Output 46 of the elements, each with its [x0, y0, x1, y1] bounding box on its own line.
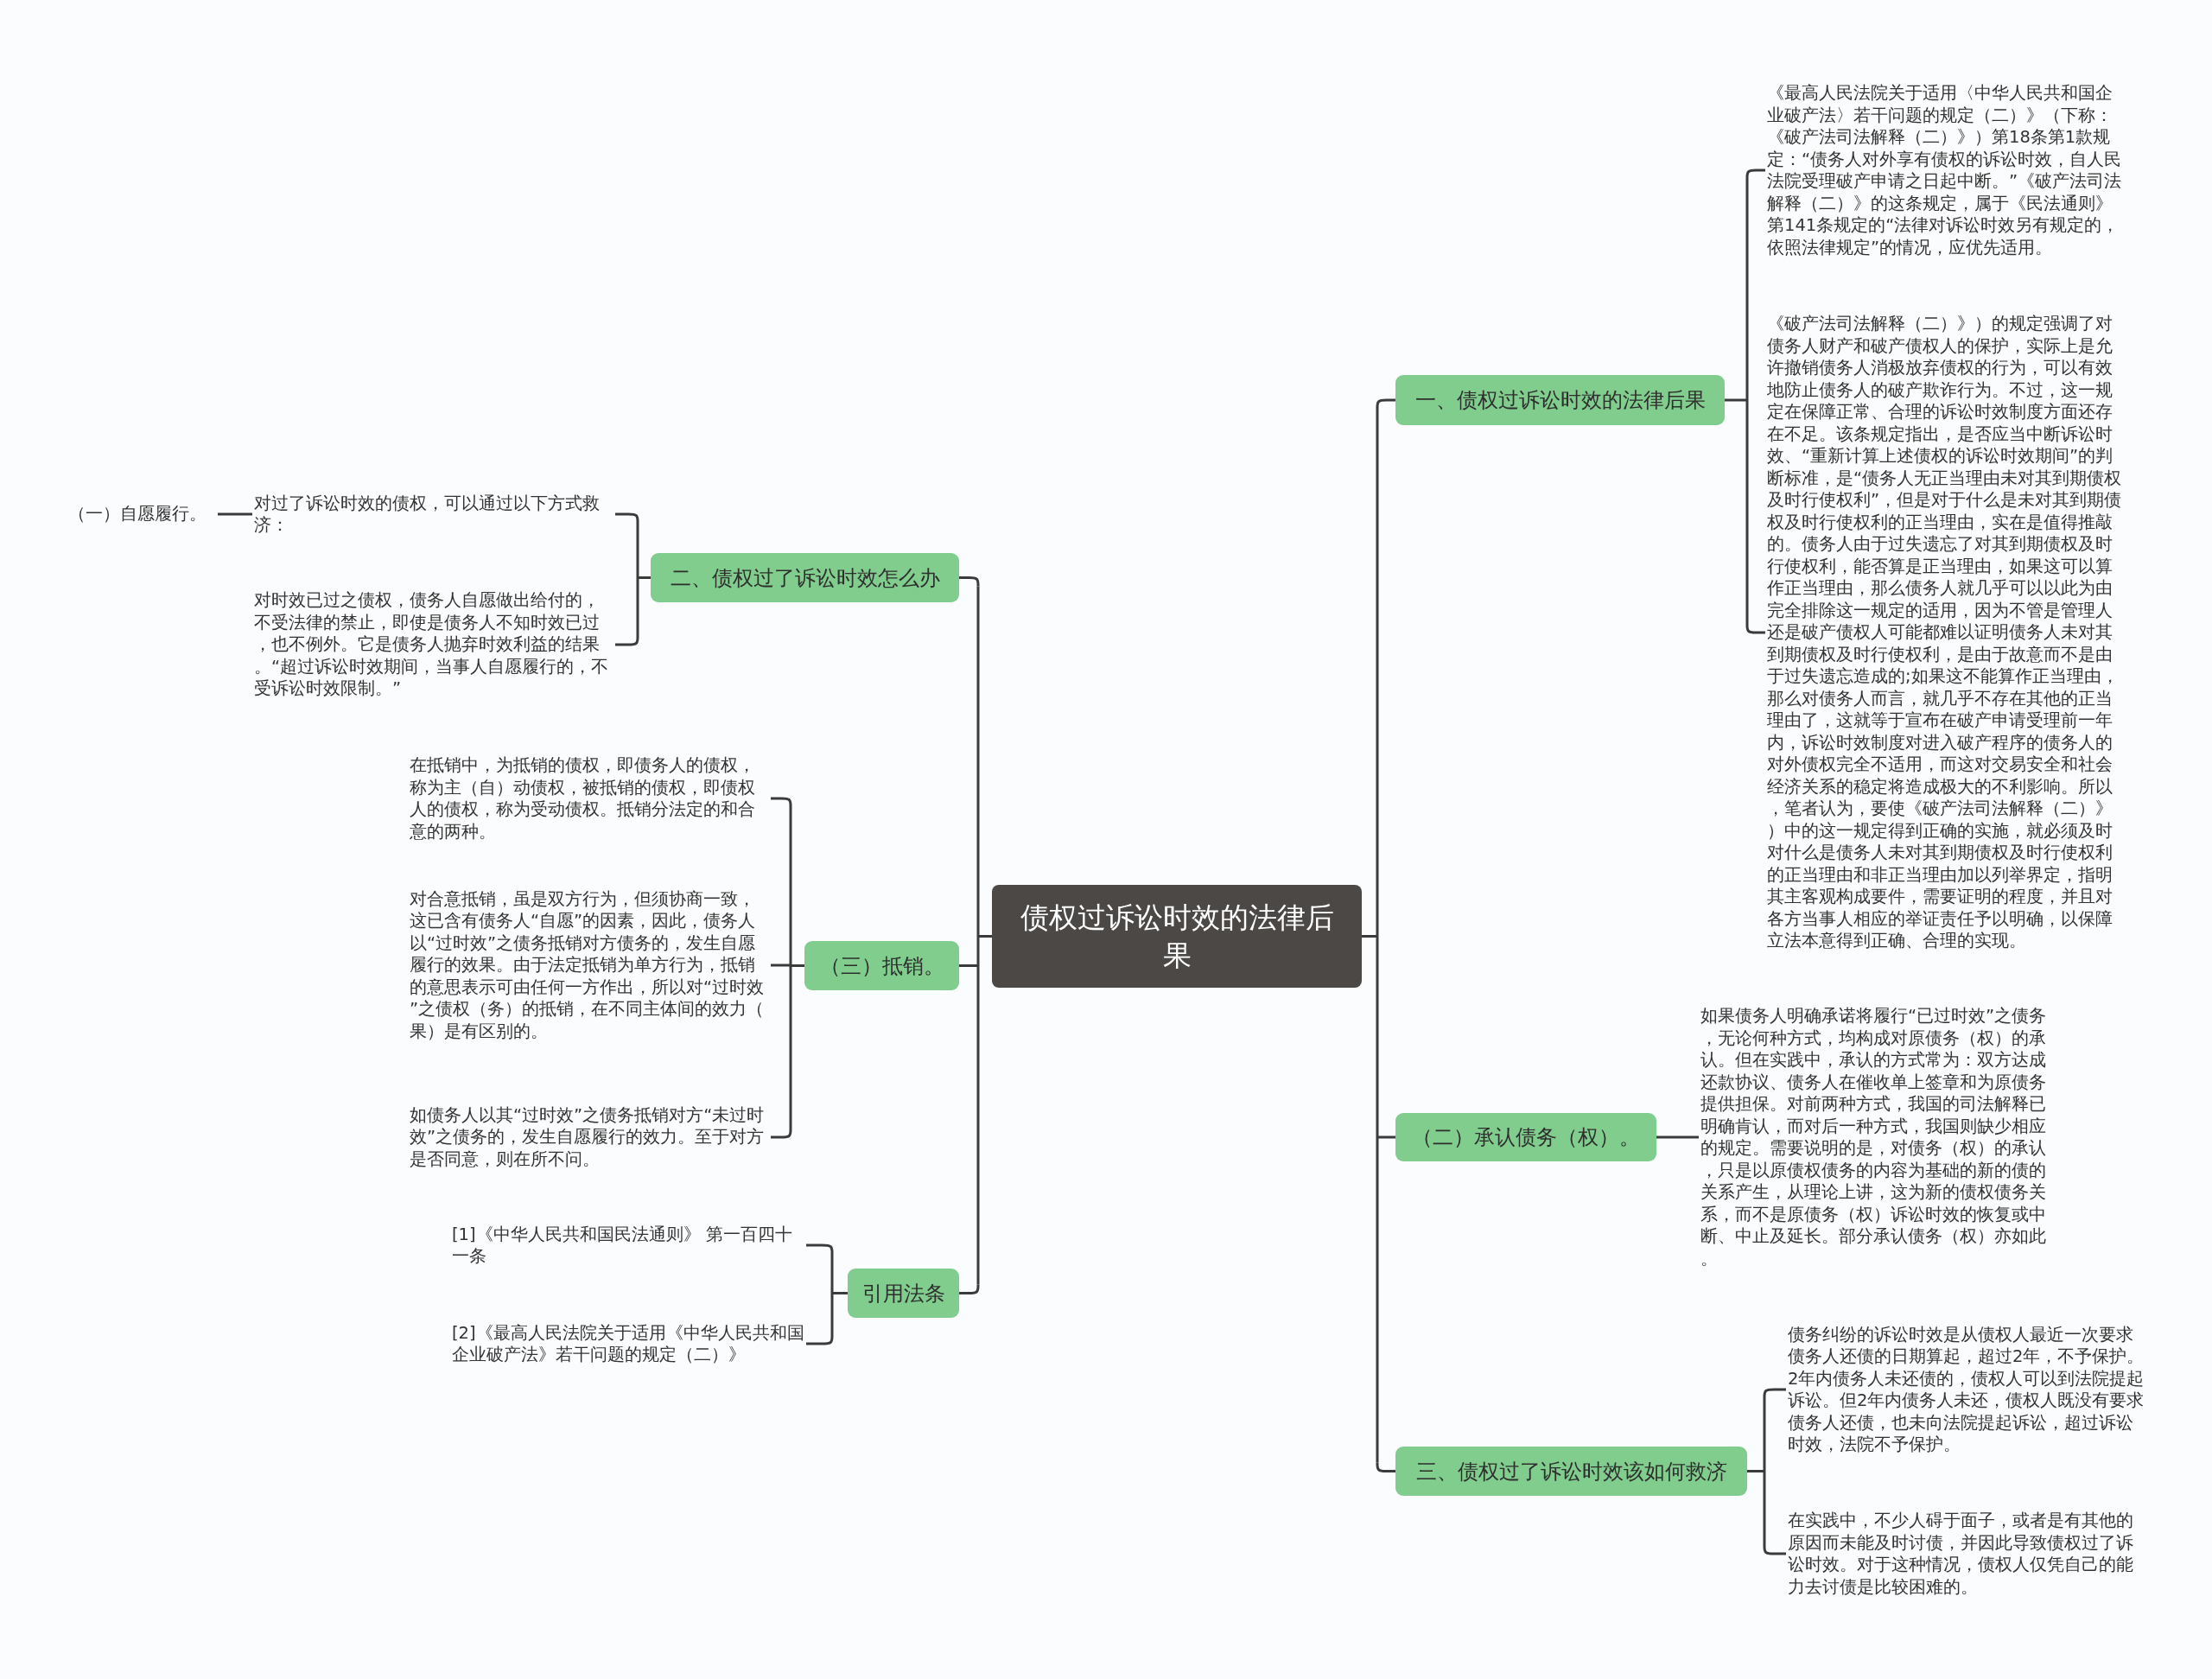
root-topic-box: 债权过诉讼时效的法律后果: [992, 885, 1362, 988]
connector-line: [1723, 177, 1749, 626]
topic-box: （二）承认债务（权）。: [1395, 1113, 1656, 1161]
topic-box: （三）抵销。: [804, 941, 959, 990]
connector-line: [1360, 407, 1379, 1464]
connector-line: [789, 805, 806, 1130]
connector-line: [1745, 169, 1765, 179]
note-text: 对时效已过之债权，债务人自愿做出给付的，不受法律的禁止，即使是债务人不知时效已过，也不例外。它是债务人抛弃时效利益的结果。“超过诉讼时效期间，当事人自愿履行的，不受诉讼时效限制。”: [252, 589, 615, 700]
connector-line: [1763, 1388, 1786, 1398]
note-text: [2]《最高人民法院关于适用《中华人民共和国企业破产法》若干问题的规定（二）》: [450, 1321, 806, 1366]
note-text: 在抵销中，为抵销的债权，即债务人的债权，称为主（自）动债权，被抵销的债权，即债权人的债权，称为受动债权。抵销分法定的和合意的两种。: [408, 754, 771, 843]
connector-line: [771, 1129, 792, 1139]
note-text: 如果债务人明确承诺将履行“已过时效”之债务，无论何种方式，均构成对原债务（权）的承认。但在实践中，承认的方式常为：双方达成还款协议、债务人在催收单上签章和为原债务提供担保。对前两种方式，我国的司法解释已明确肯认，而对后一种方式，我国则缺少相应的规定。需要说明的是，对债务（权）的承认，只是以原债权债务的内容为基础的新的债的关系产生，从理论上讲，这为新的债权债务关系，而不是原债务（权）诉讼时效的恢复或中断、中止及延长。部分承认债务（权）亦如此。: [1699, 1005, 2062, 1269]
note-text: [1]《中华人民共和国民法通则》 第一百四十一条: [450, 1223, 806, 1268]
connector-line: [615, 636, 639, 646]
connector-line: [1763, 1545, 1786, 1555]
note-text: 对过了诉讼时效的债权，可以通过以下方式救济：: [252, 492, 615, 537]
connector-line: [959, 576, 980, 587]
note-text: 对合意抵销，虽是双方行为，但须协商一致，这已含有债务人“自愿”的因素，因此，债务人以“过时效”之债务抵销对方债务的，发生自愿履行的效果。由于法定抵销为单方行为，抵销的意思表示可由任何一方作出，所以对“过时效”之债权（务）的抵销，在不同主体间的效力（果）是有区别的。: [408, 887, 771, 1043]
note-text: （一）自愿履行。: [67, 503, 218, 525]
connector-line: [1376, 1462, 1395, 1472]
topic-box: 引用法条: [848, 1269, 959, 1318]
connector-line: [1376, 398, 1395, 409]
connector-line: [1377, 1135, 1395, 1139]
connector-line: [1656, 1135, 1699, 1139]
note-text: 在实践中，不少人碍于面子，或者是有其他的原因而未能及时讨债，并因此导致债权过了诉讼时效。对于这种情况，债权人仅凭自己的能力去讨债是比较困难的。: [1786, 1510, 2149, 1598]
note-text: 债务纠纷的诉讼时效是从债权人最近一次要求债务人还债的日期算起，超过2年，不予保护。2年内债务人未还债的，债权人可以到法院提起诉讼。但2年内债务人未还，债权人既没有要求债务人还债，也未向法院提起诉讼，超过诉讼时效，法院不予保护。: [1786, 1323, 2149, 1456]
topic-box: 二、债权过了诉讼时效怎么办: [651, 553, 959, 602]
connector-line: [636, 521, 652, 638]
connector-line: [1745, 624, 1765, 634]
connector-line: [959, 1284, 980, 1294]
connector-line: [806, 1335, 834, 1345]
note-text: 《破产法司法解释（二）》）的规定强调了对债务人财产和破产债权人的保护，实际上是允许撤销债务人消极放弃债权的行为，可以有效地防止债务人的破产欺诈行为。不过，这一规定在保障正常、合理的诉讼时效制度方面还存在不足。该条规定指出，是否应当中断诉讼时效、“重新计算上述债权的诉讼时效期间”的判断标准，是“债务人无正当理由未对其到期债权及时行使权利”，但是对于什么是未对其到期债权及时行使权利的正当理由，实在是值得推敲的。债务人由于过失遗忘了对其到期债权及时行使权利，能否算是正当理由，如果这可以算作正当理由，那么债务人就几乎可以以此为由完全排除这一规定的适用，因为不管是管理人还是破产债权人可能都难以证明债务人未对其到期债权及时行使权利，是由于故意而不是由于过失遗忘造成的;如果这不能算作正当理由，那么对债务人而言，就几乎不存在其他的正当理由了，这就等于宣布在破产申请受理前一年内，诉讼时效制度对进入破产程序的债务人的对外债权完全不适用，而这对交易安全和社会经济关系的稳定将造成极大的不利影响。所以，笔者认为，要使《破产法司法解释（二）》）中的这一规定得到正确的实施，就必须及时对什么是债务人未对其到期债权及时行使权利的正当理由和非正当理由加以列举界定，指明其主客观构成要件，需要证明的程度，并且对各方当事人相应的举证责任予以明确，以保障立法本意得到正确、合理的实现。: [1765, 313, 2128, 952]
note-text: 如债务人以其“过时效”之债务抵销对方“未过时效”之债务的，发生自愿履行的效力。至于对方是否同意，则在所不问。: [408, 1103, 771, 1171]
connector-line: [1745, 1396, 1766, 1547]
connector-line: [615, 512, 639, 523]
connector-line: [830, 1252, 849, 1337]
topic-box: 三、债权过了诉讼时效该如何救济: [1395, 1447, 1747, 1496]
connector-line: [218, 512, 252, 516]
connector-line: [959, 964, 978, 967]
connector-line: [771, 964, 791, 967]
connector-line: [806, 1243, 834, 1254]
note-text: 《最高人民法院关于适用〈中华人民共和国企业破产法〉若干问题的规定（二）》（下称：《破产法司法解释（二）》）第18条第1款规定：“债务人对外享有债权的诉讼时效，自人民法院受理破产申请之日起中断。”《破产法司法解释（二）》的这条规定，属于《民法通则》第141条规定的“法律对诉讼时效另有规定的，依照法律规定”的情况，应优先适用。: [1765, 82, 2128, 258]
connector-line: [771, 797, 792, 807]
connector-line: [976, 585, 994, 1286]
topic-box: 一、债权过诉讼时效的法律后果: [1395, 375, 1725, 425]
